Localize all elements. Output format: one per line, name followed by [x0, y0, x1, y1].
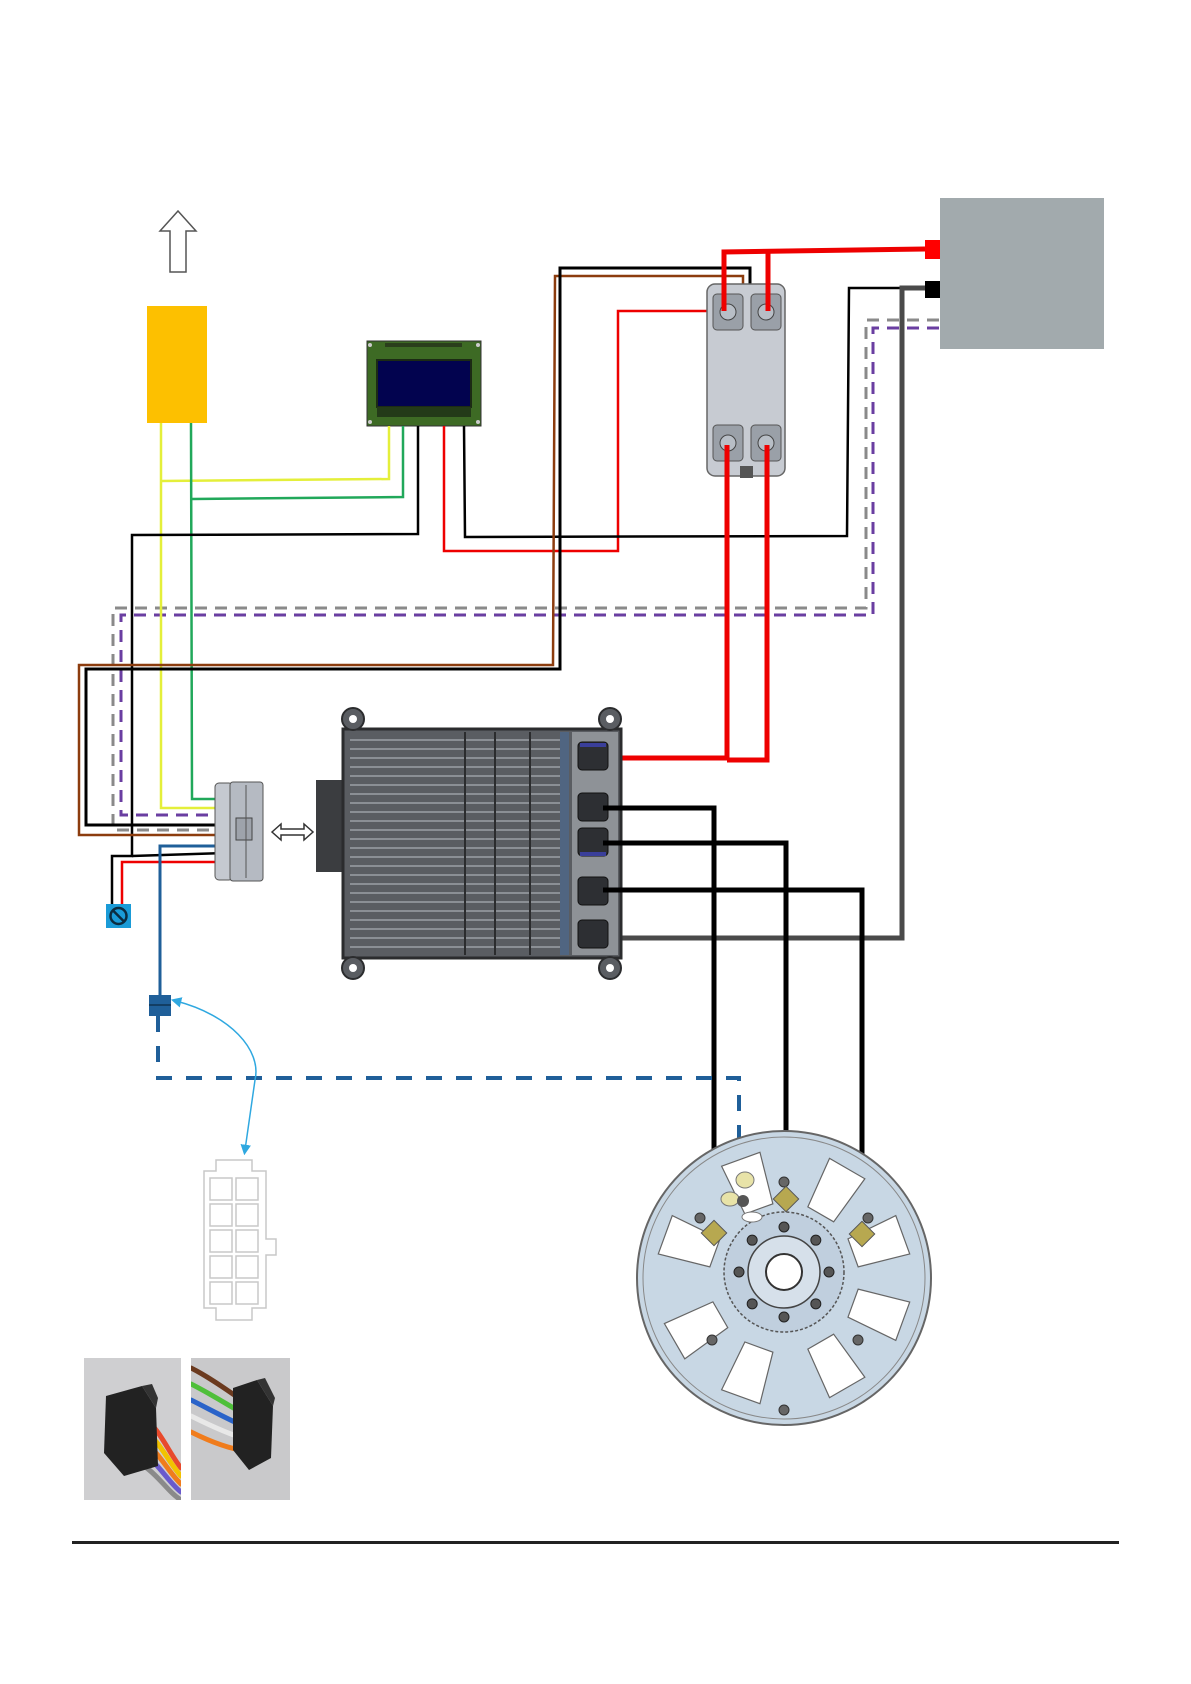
wiring-connector: [215, 782, 263, 881]
connector-pin: [236, 1256, 258, 1278]
motor-controller: [316, 708, 621, 979]
connector-pin: [210, 1178, 232, 1200]
motor-bolt: [779, 1312, 789, 1322]
bidirectional-arrow-icon: [272, 824, 313, 840]
controller-port: [578, 920, 608, 948]
connector-pinout: [204, 1160, 276, 1320]
motor-bolt: [779, 1405, 789, 1415]
red-wire-key-switch: [122, 862, 225, 904]
connector-photo-1: [84, 1358, 181, 1500]
battery: [940, 198, 1104, 349]
connector-pin: [236, 1230, 258, 1252]
hub-motor: [637, 1131, 931, 1425]
connector-pin: [236, 1204, 258, 1226]
motor-bolt: [695, 1213, 705, 1223]
pinout-reference-arrow-icon: [176, 1001, 256, 1150]
motor-bolt: [824, 1267, 834, 1277]
motor-bolt: [747, 1235, 757, 1245]
connector-pin: [210, 1256, 232, 1278]
connector-pin: [236, 1178, 258, 1200]
motor-bolt: [779, 1177, 789, 1187]
battery-negative-terminal: [925, 281, 940, 298]
motor-bolt: [734, 1267, 744, 1277]
throttle: [147, 306, 207, 423]
motor-bolt: [747, 1299, 757, 1309]
red-wire-lcd-power: [444, 311, 722, 551]
lcd-display: [367, 341, 481, 426]
motor-bolt: [863, 1213, 873, 1223]
contactor: [707, 284, 785, 478]
battery-positive-terminal: [925, 240, 940, 259]
black-wire-lcd-battery: [464, 288, 939, 537]
connector-pin: [210, 1282, 232, 1304]
footer-rule: [72, 1541, 1119, 1544]
port-latch: [580, 743, 606, 747]
motor-bolt: [811, 1299, 821, 1309]
connector-pin: [210, 1230, 232, 1252]
key-switch: [106, 904, 131, 928]
motor-bolt: [707, 1335, 717, 1345]
port-latch: [580, 852, 606, 856]
connector-pin: [210, 1204, 232, 1226]
connector-pin: [236, 1282, 258, 1304]
up-arrow-icon: [160, 211, 196, 272]
connector-photo-2: [191, 1358, 290, 1500]
motor-bolt: [779, 1222, 789, 1232]
motor-bolt: [853, 1335, 863, 1345]
motor-bolt: [811, 1235, 821, 1245]
